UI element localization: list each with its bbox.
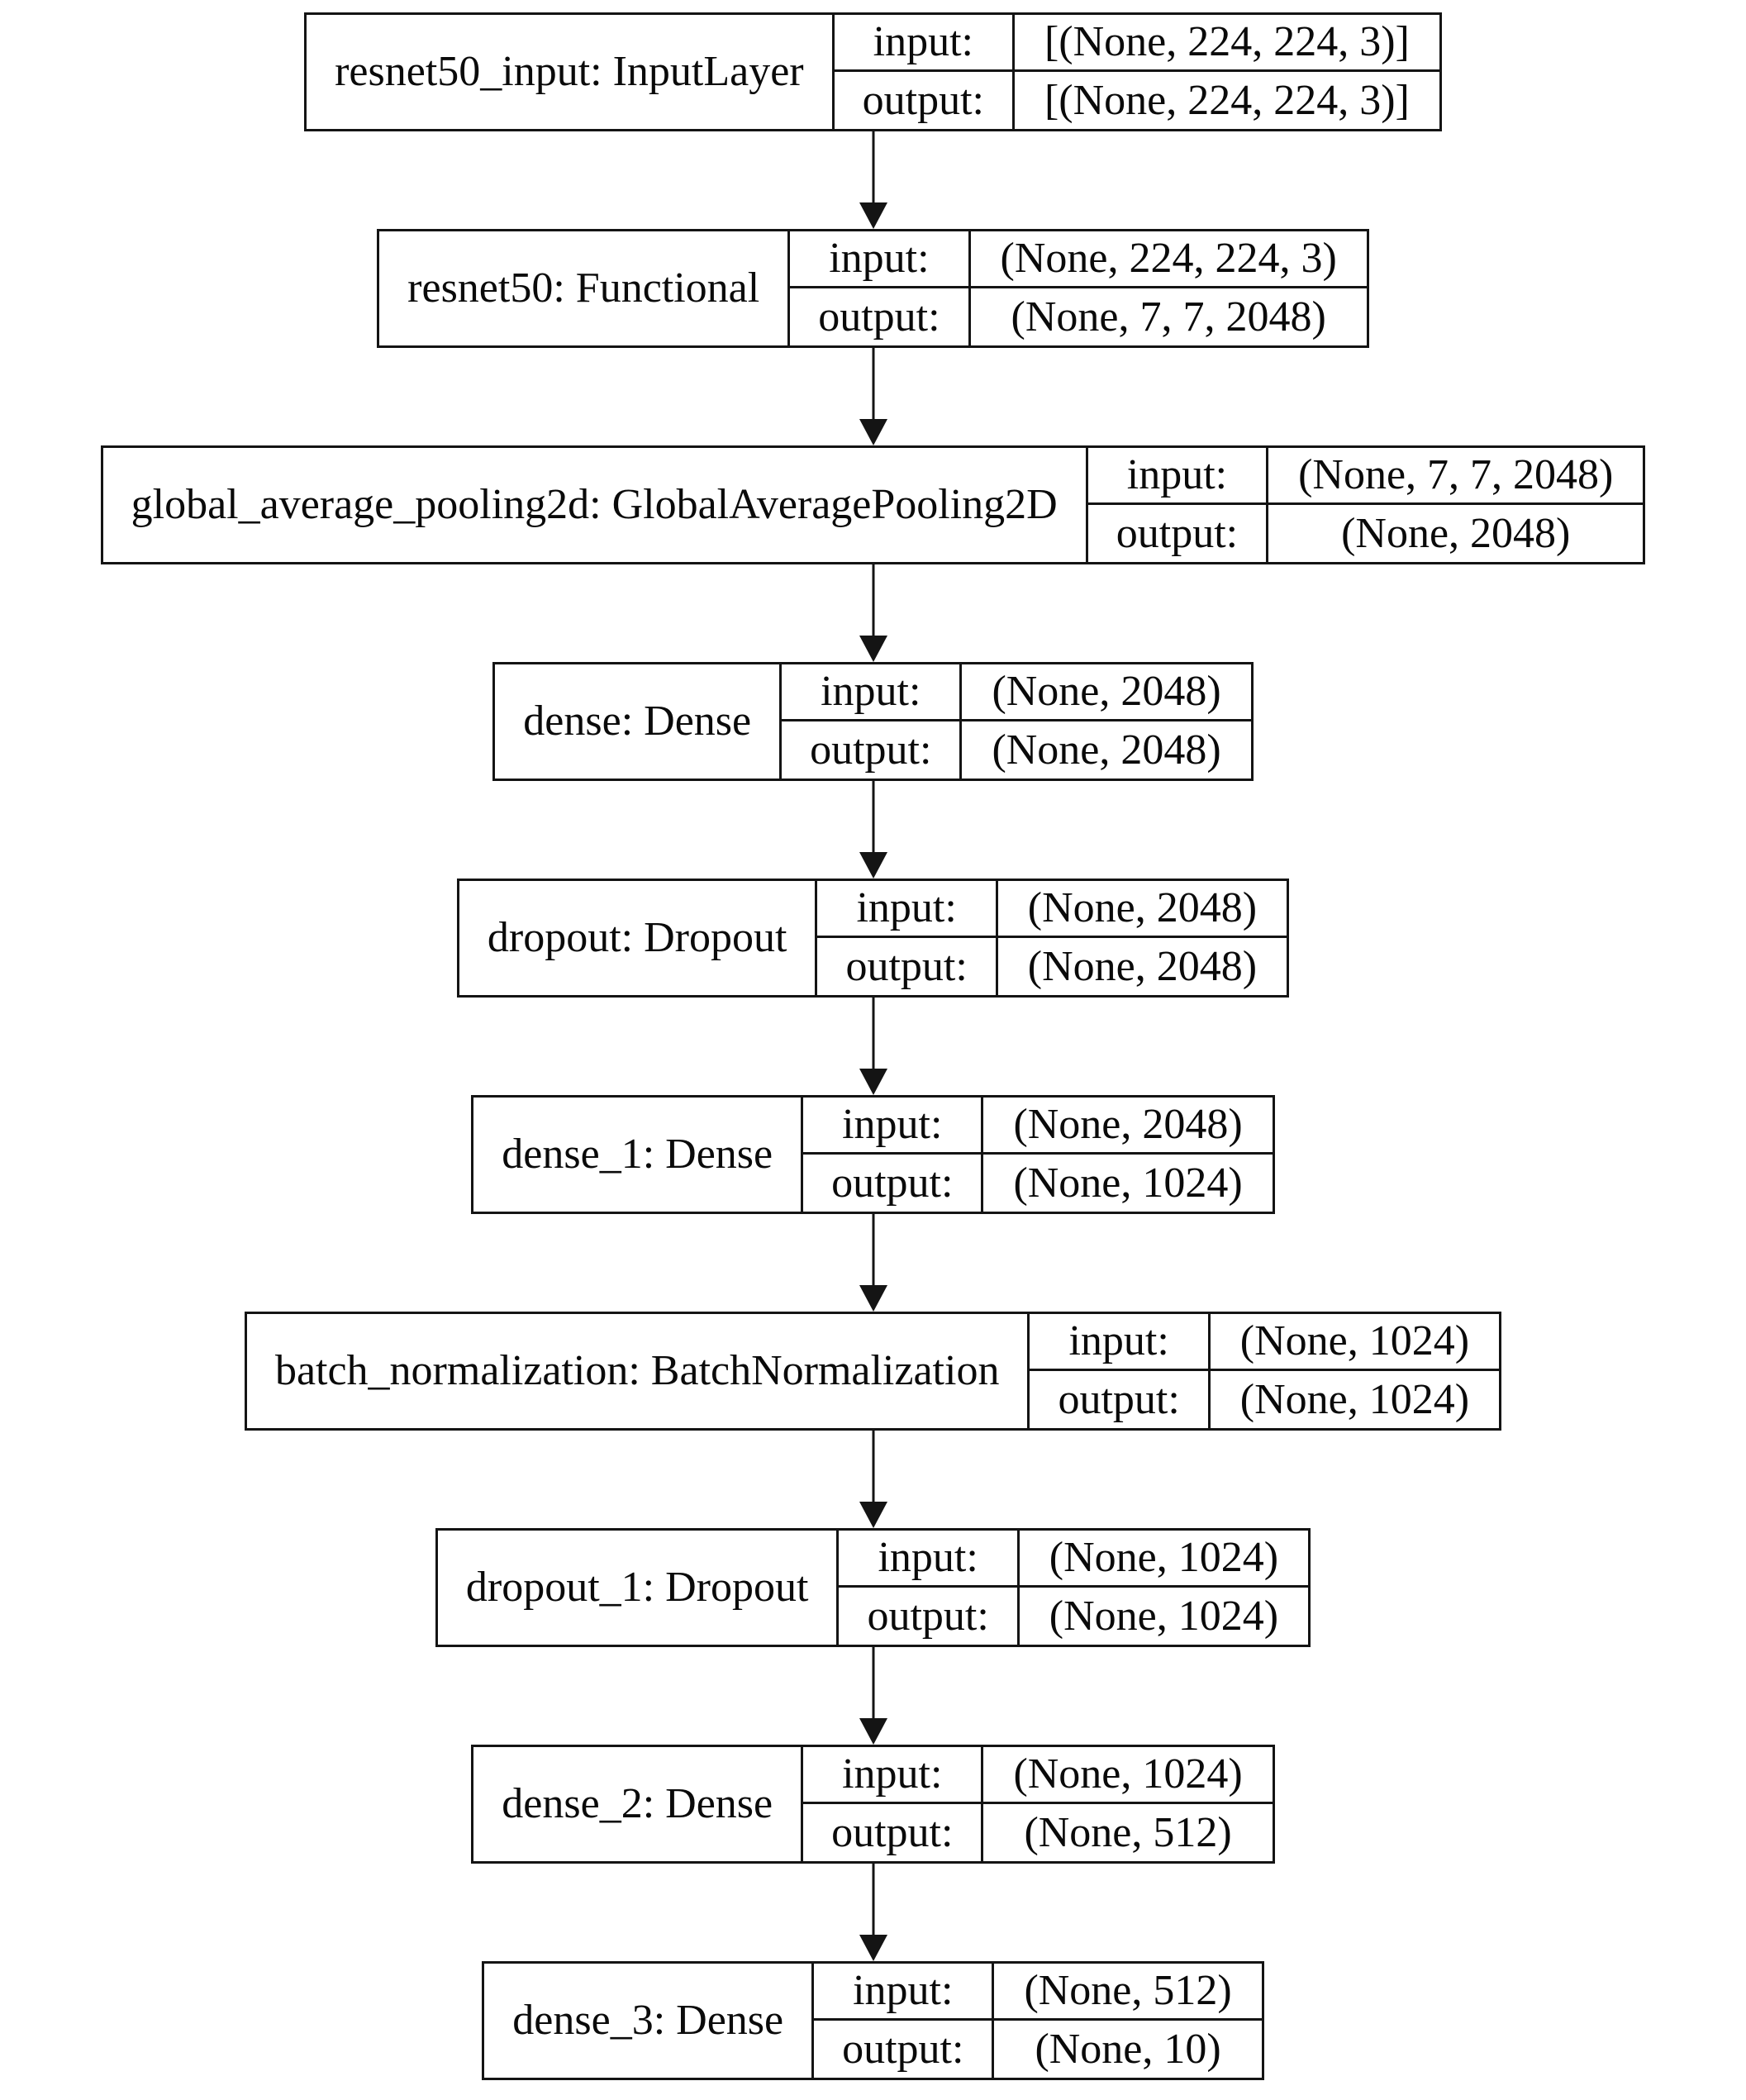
input-row-key: input:	[834, 15, 1015, 72]
flow-connector	[855, 998, 892, 1095]
input-shape-value: (None, 2048)	[962, 664, 1251, 721]
layer-shape-table: input: (None, 1024) output: (None, 1024)	[839, 1531, 1309, 1645]
layer-node: global_average_pooling2d: GlobalAverageP…	[100, 445, 1646, 564]
arrow-down-icon	[859, 852, 887, 879]
arrow-down-icon	[859, 202, 887, 229]
arrow-down-icon	[859, 1285, 887, 1312]
input-row-key: input:	[839, 1531, 1020, 1588]
input-shape-value: (None, 1024)	[1210, 1314, 1500, 1371]
flow-connector	[855, 1864, 892, 1961]
arrow-line	[872, 1647, 874, 1720]
layer-name-label: global_average_pooling2d: GlobalAverageP…	[103, 448, 1088, 562]
flow-connector	[855, 131, 892, 229]
layer-shape-table: input: (None, 1024) output: (None, 512)	[803, 1747, 1273, 1861]
layer-name-label: resnet50_input: InputLayer	[307, 15, 835, 129]
layer-name-label: batch_normalization: BatchNormalization	[247, 1314, 1030, 1428]
layer-name-label: resnet50: Functional	[379, 231, 791, 345]
layer-node: dense_3: Dense input: (None, 512) output…	[482, 1961, 1264, 2080]
layer-name-label: dense_3: Dense	[484, 1964, 815, 2078]
input-row-key: input:	[790, 231, 971, 288]
layer-name-label: dropout_1: Dropout	[438, 1531, 840, 1645]
layer-shape-table: input: [(None, 224, 224, 3)] output: [(N…	[834, 15, 1439, 129]
output-row-key: output:	[803, 1155, 984, 1212]
output-row-key: output:	[814, 2021, 995, 2078]
output-shape-value: (None, 1024)	[1013, 1159, 1243, 1207]
arrow-line	[872, 564, 874, 637]
output-row-key: output:	[839, 1588, 1020, 1645]
arrow-down-icon	[859, 1935, 887, 1961]
arrow-line	[872, 781, 874, 854]
input-row-key: input:	[1030, 1314, 1211, 1371]
layer-node: dropout: Dropout input: (None, 2048) out…	[456, 879, 1290, 998]
arrow-line	[872, 131, 874, 204]
flow-connector	[855, 781, 892, 879]
input-row-key: input:	[817, 881, 998, 938]
output-shape-value: (None, 2048)	[1027, 942, 1258, 990]
layer-node: dense: Dense input: (None, 2048) output:…	[492, 662, 1254, 781]
layer-shape-table: input: (None, 2048) output: (None, 2048)	[782, 664, 1251, 779]
layer-shape-table: input: (None, 2048) output: (None, 1024)	[803, 1098, 1273, 1212]
layer-node: dense_1: Dense input: (None, 2048) outpu…	[471, 1095, 1275, 1214]
layer-node: dense_2: Dense input: (None, 1024) outpu…	[471, 1745, 1275, 1864]
output-row-key: output:	[835, 72, 1015, 129]
input-row-key: input:	[803, 1747, 984, 1804]
layer-name-label: dense_1: Dense	[473, 1098, 804, 1212]
arrow-line	[872, 1864, 874, 1936]
input-shape-value: (None, 1024)	[1019, 1531, 1309, 1588]
input-shape-value: [(None, 224, 224, 3)]	[1014, 15, 1439, 72]
arrow-line	[872, 1214, 874, 1287]
arrow-line	[872, 998, 874, 1070]
input-shape-value: (None, 224, 224, 3)	[970, 231, 1367, 288]
output-shape-value: (None, 2048)	[1341, 509, 1571, 557]
output-row-key: output:	[790, 288, 971, 345]
arrow-down-icon	[859, 1069, 887, 1095]
input-shape-value: (None, 2048)	[983, 1098, 1273, 1155]
layer-shape-table: input: (None, 7, 7, 2048) output: (None,…	[1087, 448, 1644, 562]
arrow-down-icon	[859, 636, 887, 662]
flow-connector	[855, 1214, 892, 1312]
output-row-key: output:	[782, 721, 963, 779]
input-shape-value: (None, 7, 7, 2048)	[1268, 448, 1644, 505]
layer-node: resnet50_input: InputLayer input: [(None…	[304, 12, 1442, 131]
arrow-down-icon	[859, 1502, 887, 1528]
arrow-line	[872, 1431, 874, 1503]
flow-connector	[855, 1647, 892, 1745]
output-shape-value: (None, 1024)	[1239, 1375, 1470, 1423]
layer-shape-table: input: (None, 1024) output: (None, 1024)	[1030, 1314, 1500, 1428]
layer-node: dropout_1: Dropout input: (None, 1024) o…	[435, 1528, 1311, 1647]
arrow-line	[872, 348, 874, 421]
output-row-key: output:	[1088, 505, 1269, 562]
input-shape-value: (None, 512)	[994, 1964, 1262, 2021]
output-row-key: output:	[817, 938, 998, 995]
output-row-key: output:	[1030, 1371, 1211, 1428]
input-row-key: input:	[803, 1098, 984, 1155]
layer-shape-table: input: (None, 224, 224, 3) output: (None…	[790, 231, 1367, 345]
input-shape-value: (None, 2048)	[997, 881, 1287, 938]
layer-shape-table: input: (None, 2048) output: (None, 2048)	[817, 881, 1287, 995]
input-shape-value: (None, 1024)	[983, 1747, 1273, 1804]
flow-connector	[855, 1431, 892, 1528]
layer-node: batch_normalization: BatchNormalization …	[244, 1312, 1502, 1431]
layer-name-label: dropout: Dropout	[459, 881, 818, 995]
arrow-down-icon	[859, 419, 887, 445]
output-row-key: output:	[803, 1804, 984, 1861]
flow-connector	[855, 348, 892, 445]
output-shape-value: (None, 2048)	[992, 726, 1221, 774]
output-shape-value: (None, 7, 7, 2048)	[1011, 293, 1326, 340]
layer-name-label: dense_2: Dense	[473, 1747, 804, 1861]
arrow-down-icon	[859, 1718, 887, 1745]
layer-node: resnet50: Functional input: (None, 224, …	[377, 229, 1369, 348]
output-shape-value: (None, 512)	[1024, 1808, 1232, 1856]
flow-connector	[855, 564, 892, 662]
input-row-key: input:	[814, 1964, 995, 2021]
input-row-key: input:	[1087, 448, 1269, 505]
output-shape-value: (None, 1024)	[1049, 1592, 1279, 1640]
output-shape-value: (None, 10)	[1035, 2025, 1221, 2073]
layer-name-label: dense: Dense	[495, 664, 783, 779]
input-row-key: input:	[782, 664, 963, 721]
layer-shape-table: input: (None, 512) output: (None, 10)	[814, 1964, 1262, 2078]
output-shape-value: [(None, 224, 224, 3)]	[1044, 76, 1410, 124]
